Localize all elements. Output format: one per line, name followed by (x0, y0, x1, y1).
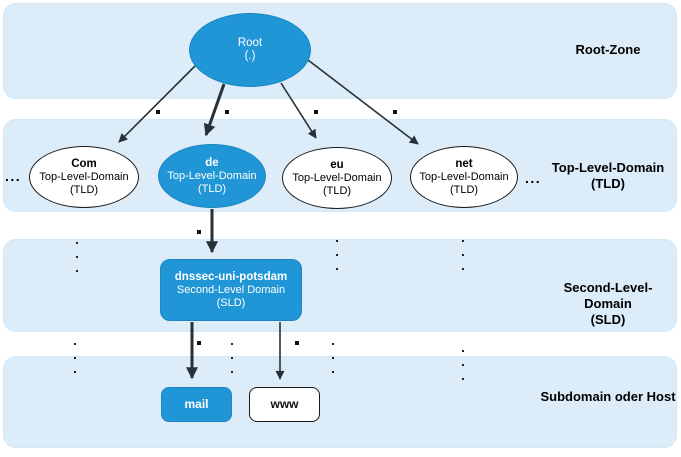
node-tld-net: net Top-Level-Domain (TLD) (410, 146, 518, 208)
tld-com-name: Com (71, 157, 97, 170)
zone-label-tld: Top-Level-Domain (TLD) (551, 160, 665, 191)
tld-com-abbr: (TLD) (69, 183, 99, 196)
zone-label-host: Subdomain oder Host (540, 389, 676, 404)
root-dot: (.) (244, 50, 256, 62)
tld-de-name: de (205, 156, 219, 169)
ellipsis-right: ... (525, 170, 542, 186)
zone-band-sld (3, 239, 677, 332)
tld-eu-type: Top-Level-Domain (292, 171, 382, 184)
node-host-www: www (249, 387, 320, 422)
sld-name: dnssec-uni-potsdam (174, 270, 288, 283)
tld-net-name: net (455, 157, 473, 170)
tld-eu-name: eu (330, 158, 344, 171)
tld-net-type: Top-Level-Domain (419, 170, 509, 183)
sld-type: Second-Level Domain (176, 283, 286, 296)
tld-de-type: Top-Level-Domain (167, 169, 257, 182)
sld-abbr: (SLD) (216, 296, 246, 309)
ellipsis-left: ... (5, 168, 22, 184)
tld-eu-abbr: (TLD) (322, 184, 352, 197)
zone-label-sld: Second-Level-Domain (SLD) (563, 280, 653, 327)
zone-band-host (3, 356, 677, 448)
tld-com-type: Top-Level-Domain (39, 170, 129, 183)
node-sld: dnssec-uni-potsdam Second-Level Domain (… (160, 259, 302, 321)
node-tld-de: de Top-Level-Domain (TLD) (158, 144, 266, 208)
node-host-mail: mail (161, 387, 232, 422)
zone-label-root: Root-Zone (575, 42, 641, 57)
node-tld-com: Com Top-Level-Domain (TLD) (29, 146, 139, 208)
tld-net-abbr: (TLD) (449, 183, 479, 196)
tld-de-abbr: (TLD) (197, 182, 227, 195)
root-name: Root (237, 37, 263, 49)
host-www-name: www (270, 397, 299, 411)
host-mail-name: mail (184, 397, 209, 411)
node-tld-eu: eu Top-Level-Domain (TLD) (282, 147, 392, 209)
node-root: Root (.) (189, 13, 311, 87)
